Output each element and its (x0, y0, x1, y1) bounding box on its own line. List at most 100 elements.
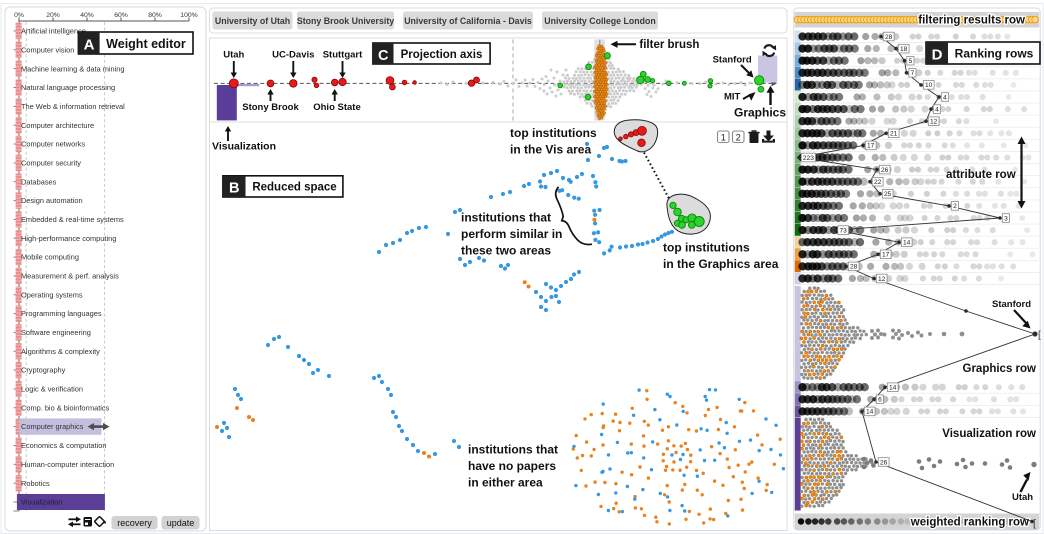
svg-text:223: 223 (803, 155, 814, 162)
svg-text:Software engineering: Software engineering (21, 328, 91, 337)
svg-text:100%: 100% (180, 12, 197, 19)
svg-text:22: 22 (874, 179, 882, 186)
svg-text:Embedded & real-time systems: Embedded & real-time systems (21, 215, 124, 224)
svg-text:21: 21 (890, 131, 898, 138)
svg-text:Algorithms & complexity: Algorithms & complexity (21, 347, 100, 356)
svg-text:Cryptography: Cryptography (21, 366, 66, 375)
svg-text:[: [ (1038, 330, 1041, 341)
svg-text:3: 3 (1004, 215, 1008, 222)
svg-text:filter brush: filter brush (639, 39, 699, 51)
svg-text:perform similar in: perform similar in (461, 227, 562, 241)
svg-text:[: [ (1033, 518, 1036, 530)
svg-text:10: 10 (925, 82, 933, 89)
svg-text:Stanford: Stanford (992, 299, 1031, 310)
svg-text:Artificial intelligence: Artificial intelligence (21, 27, 86, 36)
svg-text:update: update (167, 518, 195, 528)
svg-text:17: 17 (867, 143, 875, 150)
svg-text:top institutions: top institutions (510, 126, 597, 140)
svg-text:14: 14 (903, 240, 911, 247)
svg-text:Databases: Databases (21, 177, 57, 186)
svg-text:17: 17 (882, 252, 890, 259)
svg-text:top institutions: top institutions (663, 241, 750, 255)
svg-text:Stony Brook University: Stony Brook University (297, 16, 394, 26)
svg-text:Machine learning & data mining: Machine learning & data mining (21, 64, 125, 73)
svg-text:Stony Brook: Stony Brook (242, 102, 299, 113)
svg-text:Visualization row: Visualization row (942, 428, 1036, 440)
svg-text:Computer networks: Computer networks (21, 140, 85, 149)
svg-text:in either area: in either area (468, 476, 543, 490)
svg-text:2: 2 (953, 203, 957, 210)
svg-text:C: C (378, 48, 389, 64)
svg-text:weighted ranking row: weighted ranking row (910, 517, 1029, 529)
svg-text:Reduced space: Reduced space (252, 182, 336, 194)
svg-text:Ranking rows: Ranking rows (955, 47, 1034, 61)
svg-text:Design automation: Design automation (21, 196, 83, 205)
svg-text:University of California - Dav: University of California - Davis (404, 16, 532, 26)
svg-text:7: 7 (911, 70, 915, 77)
svg-text:Projection axis: Projection axis (401, 49, 483, 61)
svg-text:14: 14 (866, 409, 874, 416)
svg-text:28: 28 (885, 34, 893, 41)
svg-text:filtering results row: filtering results row (918, 15, 1025, 27)
svg-text:25: 25 (884, 191, 892, 198)
svg-text:4: 4 (943, 94, 947, 101)
svg-text:12: 12 (878, 276, 886, 283)
svg-text:Computer security: Computer security (21, 158, 81, 167)
svg-text:4: 4 (935, 106, 939, 113)
svg-text:Logic & verification: Logic & verification (21, 385, 83, 394)
svg-text:D: D (932, 47, 943, 64)
svg-text:in the Vis area: in the Vis area (510, 143, 591, 157)
svg-text:UC-Davis: UC-Davis (272, 50, 314, 61)
svg-text:Stuttgart: Stuttgart (323, 50, 363, 61)
svg-text:6: 6 (878, 397, 882, 404)
svg-text:Computer graphics: Computer graphics (21, 422, 84, 431)
svg-text:18: 18 (900, 46, 908, 53)
svg-text:20%: 20% (46, 12, 60, 19)
svg-text:Graphics: Graphics (734, 106, 786, 120)
svg-text:have no papers: have no papers (468, 459, 556, 473)
svg-text:Measurement & perf. analysis: Measurement & perf. analysis (21, 272, 119, 281)
svg-text:Programming languages: Programming languages (21, 309, 102, 318)
svg-text:5: 5 (909, 58, 913, 65)
svg-text:Visualization: Visualization (212, 141, 276, 153)
svg-text:2: 2 (736, 132, 741, 142)
svg-text:Weight editor: Weight editor (106, 37, 186, 51)
svg-text:Visualization: Visualization (21, 498, 62, 507)
svg-text:Computer vision: Computer vision (21, 45, 74, 54)
svg-text:B: B (229, 181, 239, 197)
svg-text:recovery: recovery (117, 518, 152, 528)
svg-text:Ohio State: Ohio State (313, 102, 361, 113)
svg-text:Economics & computation: Economics & computation (21, 441, 106, 450)
svg-text:attribute row: attribute row (946, 169, 1016, 181)
svg-text:in the Graphics area: in the Graphics area (663, 257, 779, 271)
svg-text:institutions that: institutions that (461, 211, 551, 225)
svg-text:0%: 0% (14, 12, 24, 19)
svg-text:A: A (84, 37, 95, 54)
svg-text:Utah: Utah (223, 50, 244, 61)
svg-text:26: 26 (880, 459, 888, 466)
svg-text:The Web & information retrieva: The Web & information retrieval (21, 102, 125, 111)
svg-text:26: 26 (881, 167, 889, 174)
svg-text:Stanford: Stanford (713, 55, 752, 66)
svg-text:Computer architecture: Computer architecture (21, 121, 94, 130)
svg-text:73: 73 (840, 227, 848, 234)
svg-text:Graphics row: Graphics row (963, 363, 1037, 375)
svg-text:Robotics: Robotics (21, 479, 50, 488)
svg-text:MIT: MIT (724, 92, 741, 103)
svg-text:Natural language processing: Natural language processing (21, 83, 115, 92)
svg-text:14: 14 (889, 385, 897, 392)
svg-text:40%: 40% (80, 12, 94, 19)
svg-text:Utah: Utah (1012, 492, 1033, 503)
svg-text:Mobile computing: Mobile computing (21, 253, 79, 262)
svg-text:High-performance computing: High-performance computing (21, 234, 116, 243)
svg-text:these two areas: these two areas (461, 244, 551, 258)
svg-text:80%: 80% (148, 12, 162, 19)
svg-text:60%: 60% (114, 12, 128, 19)
svg-text:Comp. bio & bioinformatics: Comp. bio & bioinformatics (21, 403, 110, 412)
svg-text:28: 28 (850, 264, 858, 271)
svg-text:Human-computer interaction: Human-computer interaction (21, 460, 114, 469)
svg-text:University of Utah: University of Utah (215, 16, 290, 26)
svg-text:1: 1 (721, 132, 726, 142)
svg-text:Operating systems: Operating systems (21, 290, 83, 299)
svg-text:12: 12 (930, 119, 938, 126)
